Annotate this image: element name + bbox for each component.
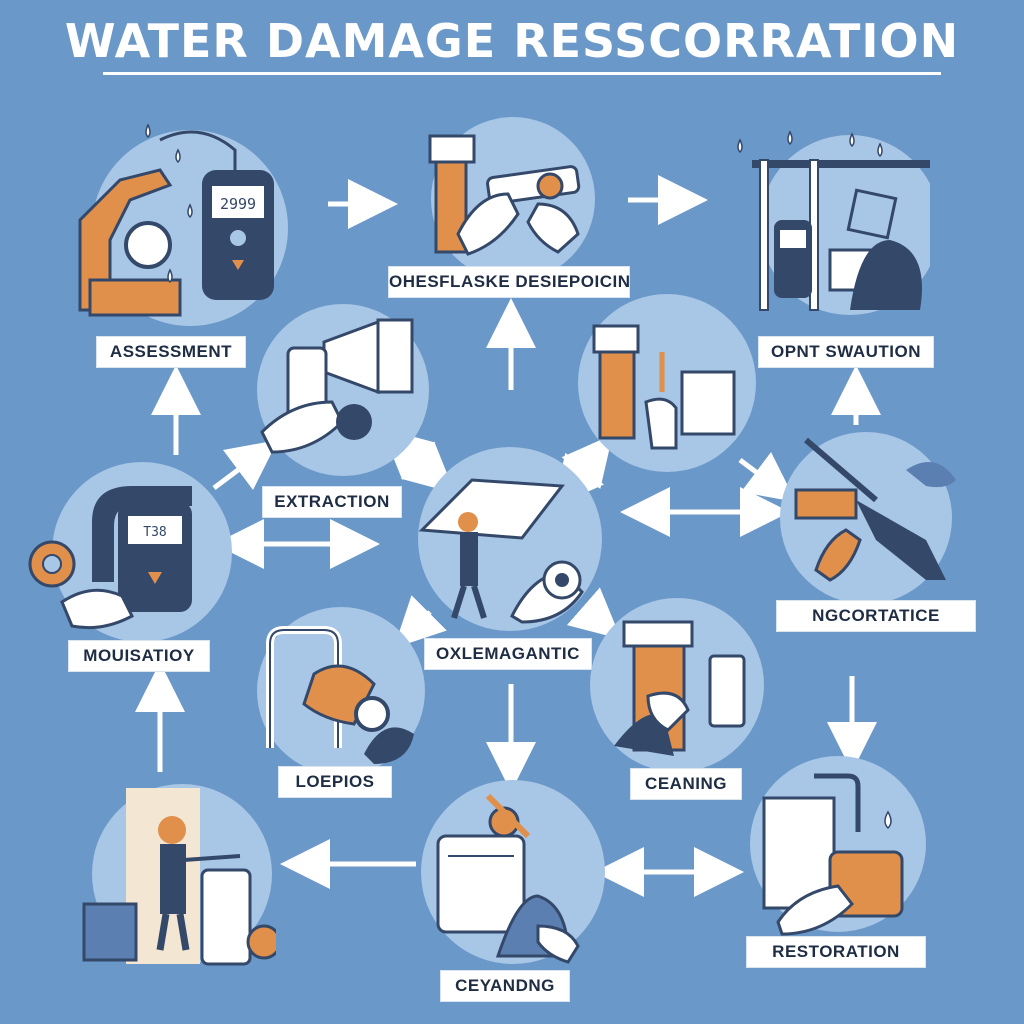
label-evaluation: OPNT SWAUTION — [758, 336, 934, 368]
cleaning-cabinet-icon — [590, 598, 764, 772]
label-extraction: EXTRACTION — [262, 486, 402, 518]
step-extraction — [254, 302, 432, 478]
step-assessment: 2999 — [60, 110, 290, 330]
gloved-hand-pipe-icon — [428, 117, 595, 281]
label-monitoring: MOUISATIOY — [68, 640, 210, 672]
label-assessment: ASSESSMENT — [96, 336, 246, 368]
moisture-meter-icon: 2999 — [78, 123, 288, 326]
page-title: WATER DAMAGE RESSCORRATION — [64, 14, 960, 68]
restoration-hand-icon — [750, 756, 926, 936]
label-desiccation: OHESFLASKE DESIEPOICIN — [388, 266, 630, 298]
step-center — [412, 446, 608, 632]
moisture-meter-gear-icon: T38 — [28, 462, 232, 642]
label-center: OXLEMAGANTIC — [424, 638, 592, 670]
arrow-extraction-center-double — [381, 428, 455, 494]
power-tool-icon — [780, 432, 956, 604]
svg-text:T38: T38 — [143, 525, 166, 540]
label-restoration: RESTORATION — [746, 936, 926, 968]
svg-text:2999: 2999 — [220, 195, 256, 213]
step-desiccation — [418, 114, 608, 284]
water-extractor-icon — [421, 780, 605, 964]
worker-carrying-panel-icon — [418, 447, 602, 631]
drying-equipment-icon — [737, 130, 930, 315]
step-loepios — [254, 604, 428, 778]
step-ceyandng — [418, 776, 608, 968]
step-evaluation — [730, 120, 930, 332]
step-ngcortatice — [776, 430, 976, 606]
arrow-top-right-to-ngcortatice — [738, 452, 796, 502]
label-ceyandng: CEYANDNG — [440, 970, 570, 1002]
arrow-center-to-loepios — [393, 595, 447, 649]
title-underline — [103, 72, 941, 75]
step-humidity-monitor — [574, 292, 760, 474]
label-ngcortatice: NGCORTATICE — [776, 600, 976, 632]
technician-with-machine-icon — [82, 784, 276, 966]
label-cleaning: CEANING — [630, 768, 742, 800]
humidity-monitor-icon — [578, 294, 756, 472]
arrow-monitoring-extraction-diagonal — [212, 440, 278, 490]
label-loepios: LOEPIOS — [278, 766, 392, 798]
step-restoration — [748, 752, 944, 936]
step-technician — [80, 784, 276, 974]
step-monitoring: T38 — [22, 462, 236, 642]
sanding-tool-icon — [257, 607, 425, 775]
arrow-center-to-cleaning — [566, 587, 622, 640]
step-cleaning — [584, 596, 770, 774]
extraction-device-icon — [257, 304, 429, 476]
